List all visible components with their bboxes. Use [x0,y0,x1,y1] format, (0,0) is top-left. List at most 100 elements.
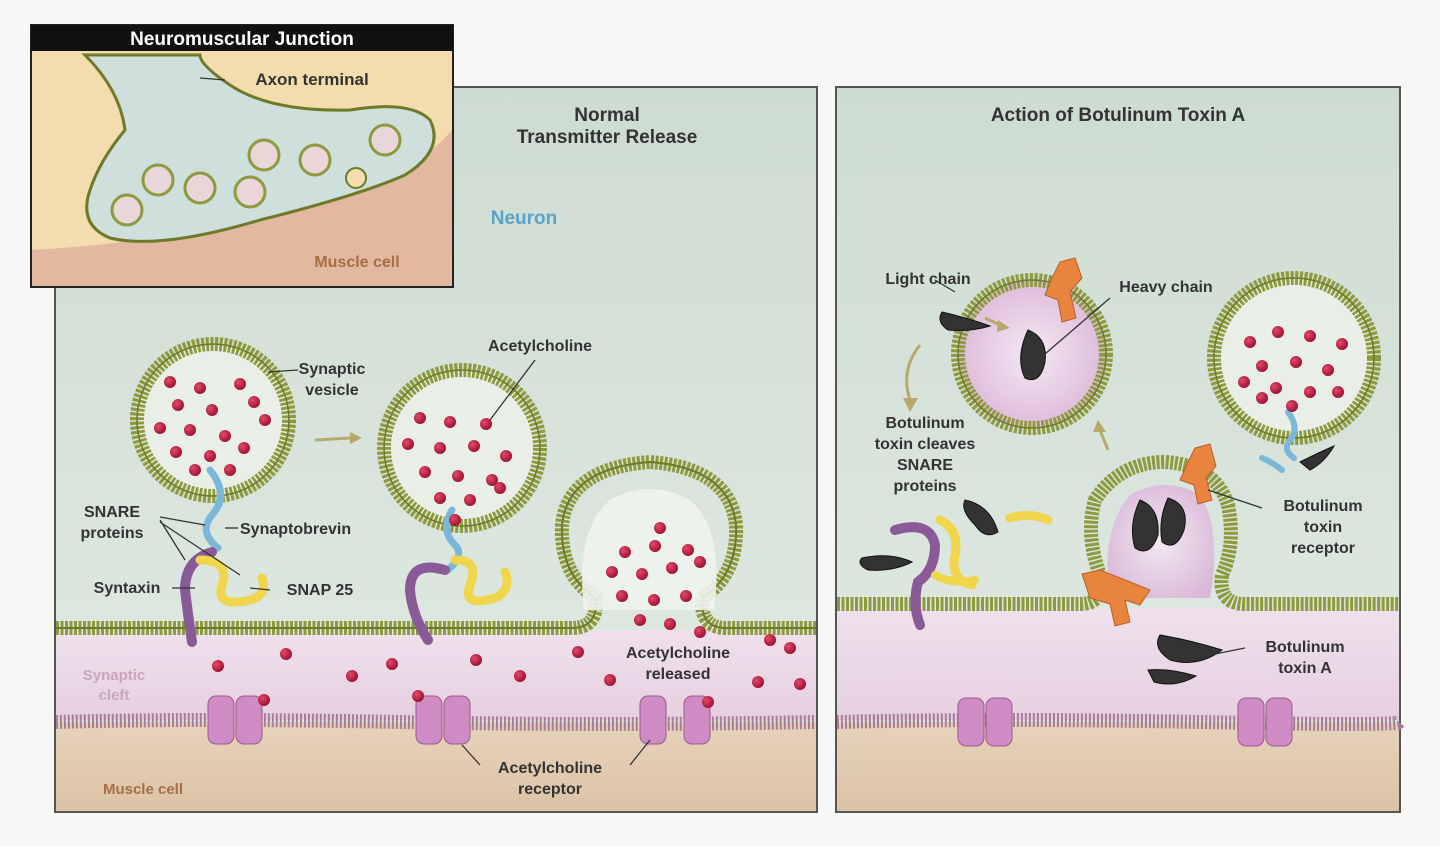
acetylcholine-molecule [164,376,176,388]
cleaves-label: Botulinum [885,415,964,432]
arrow-icon [905,344,922,401]
ach-receptor-label: Acetylcholine [498,760,602,777]
synaptic-vesicle-label: vesicle [305,382,358,399]
muscle-membrane [55,713,817,731]
acetylcholine-molecule [1304,386,1316,398]
acetylcholine-molecule [154,422,166,434]
snap25-protein [195,555,268,607]
arrow-icon [1098,429,1110,451]
light-chain-label: Light chain [885,271,970,288]
toxin-a-label: toxin A [1278,660,1332,677]
heavy-chain [1044,257,1217,627]
snare-label: proteins [80,525,143,542]
acetylcholine-molecule [494,482,506,494]
acetylcholine-receptor [415,695,471,745]
acetylcholine-molecule [1272,326,1284,338]
synaptobrevin-fragment [1283,409,1298,461]
acetylcholine-molecule [680,590,692,602]
acetylcholine-molecule [702,696,714,708]
toxin-a-label: Botulinum [1265,639,1344,656]
acetylcholine-molecule [664,618,676,630]
acetylcholine-molecule [500,450,512,462]
snare-complex [404,506,512,645]
acetylcholine-molecule [616,590,628,602]
snare-label: SNARE [84,504,140,521]
cleaves-label: toxin cleaves [875,436,976,453]
acetylcholine-molecule [480,418,492,430]
inset-vesicle [368,123,402,157]
acetylcholine-molecule [280,648,292,660]
synaptic-vesicle-label: Synaptic [299,361,366,378]
leader-lines [159,359,651,766]
acetylcholine-molecule [234,378,246,390]
syntaxin-label: Syntaxin [94,580,161,597]
inset-muscle-cell [32,130,452,286]
acetylcholine-molecules [154,326,1348,708]
left-panel-title: Transmitter Release [517,127,698,148]
arrow-icon [984,316,1001,327]
inset-vesicles [110,123,402,227]
inset-vesicle [183,171,217,205]
left-panel-title: Normal [574,105,639,126]
cleaves-label: proteins [893,478,956,495]
cleft-label: cleft [99,687,130,704]
syntaxin-fragment [890,522,941,630]
neuron-label: Neuron [491,208,558,229]
acetylcholine-molecule [514,670,526,682]
acetylcholine-molecule [1336,338,1348,350]
acetylcholine-molecule [752,676,764,688]
inset-vesicle [110,193,144,227]
acetylcholine-molecule [1290,356,1302,368]
acetylcholine-molecule [1332,386,1344,398]
acetylcholine-molecule [604,674,616,686]
acetylcholine-molecule [170,446,182,458]
ach-released-label: released [646,666,711,683]
acetylcholine-molecule [1244,336,1256,348]
acetylcholine-molecule [468,440,480,452]
acetylcholine-molecule [694,626,706,638]
snap25-fragment [931,571,979,586]
acetylcholine-molecule [606,566,618,578]
cleft-label: Synaptic [83,667,146,684]
acetylcholine-molecule [452,470,464,482]
toxin-receptor-label: toxin [1304,519,1342,536]
acetylcholine-molecule [172,399,184,411]
acetylcholine-receptor [1237,697,1293,747]
acetylcholine-molecule [449,514,461,526]
snare-complex [179,466,268,647]
acetylcholine-molecule [648,594,660,606]
acetylcholine-molecule [414,412,426,424]
snap25-label: SNAP 25 [287,582,354,599]
synaptobrevin-label: Synaptobrevin [240,521,351,538]
leader-line [199,77,226,81]
acetylcholine-molecule [649,540,661,552]
ach-receptor-label: receptor [518,781,582,798]
acetylcholine-molecule [1256,392,1268,404]
arrow-icon [314,436,351,442]
acetylcholine-molecule [206,404,218,416]
inset-vesicle [247,138,281,172]
inset-vesicle [141,163,175,197]
acetylcholine-molecule [1304,330,1316,342]
acetylcholine-molecule [258,694,270,706]
neuromuscular-junction-inset: Neuromuscular Junction Axon terminal Mus… [30,24,454,288]
acetylcholine-molecule [486,474,498,486]
acetylcholine-receptor [207,695,263,745]
acetylcholine-molecule [682,544,694,556]
inset-vesicle [298,143,332,177]
botulinum-action-panel: Action of Botulinum Toxin A Light chain … [835,86,1407,813]
muscle-cell-label: Muscle cell [103,781,183,798]
acetylcholine-molecule [402,438,414,450]
acetylcholine-receptor [957,697,1013,747]
inset-muscle-label: Muscle cell [314,254,399,271]
synaptobrevin-fragment [1259,455,1285,473]
acetylcholine-molecule [212,660,224,672]
acetylcholine-molecule [1322,364,1334,376]
acetylcholine-molecule [419,466,431,478]
acetylcholine-molecule [572,646,584,658]
ach-released-label: Acetylcholine [626,645,730,662]
acetylcholine-molecule [654,522,666,534]
acetylcholine-molecule [1238,376,1250,388]
acetylcholine-molecule [694,556,706,568]
